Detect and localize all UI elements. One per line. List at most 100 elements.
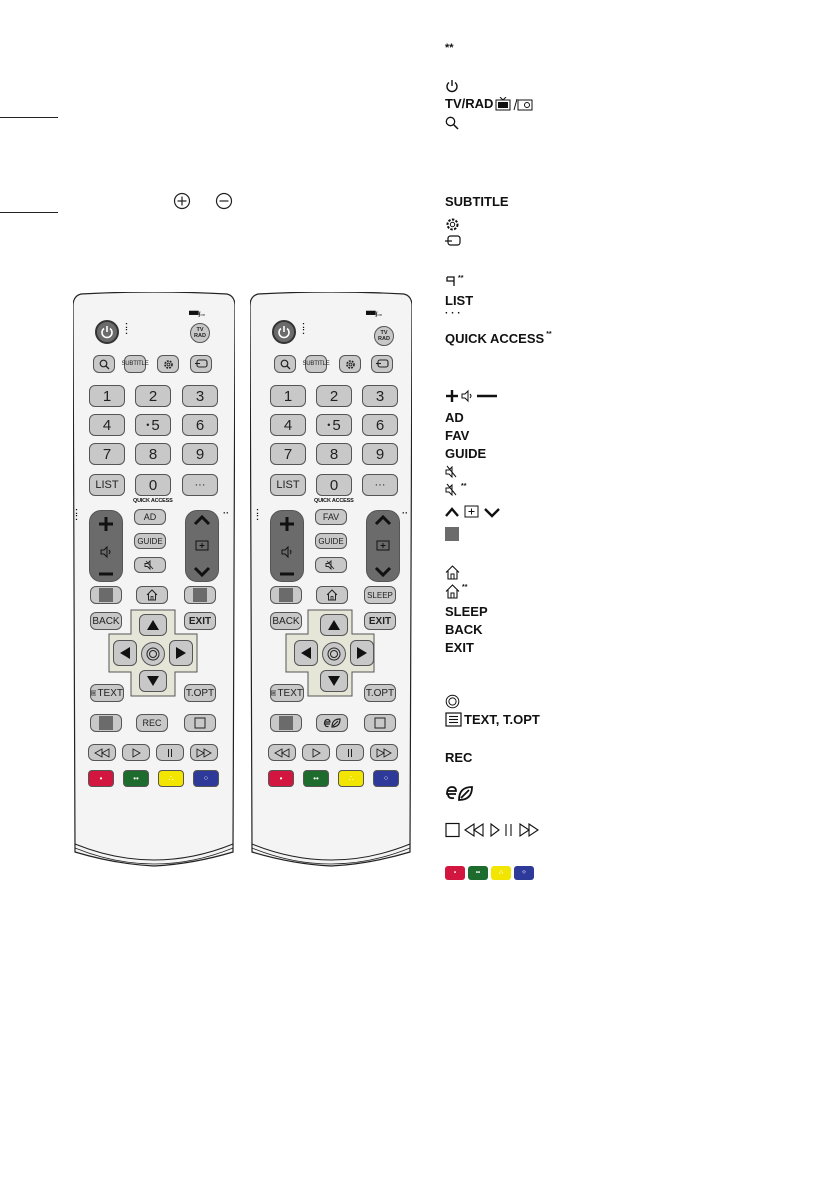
blank-button[interactable]	[90, 586, 122, 604]
more-button[interactable]: ···	[362, 474, 398, 496]
eco-button[interactable]	[316, 714, 348, 732]
rec-button[interactable]: REC	[136, 714, 168, 732]
input-button[interactable]	[371, 355, 393, 373]
up-button[interactable]	[320, 614, 348, 636]
key-1[interactable]: 1	[89, 385, 125, 407]
subtitle-button[interactable]: SUBTITLE	[302, 355, 330, 373]
exit-button[interactable]: EXIT	[184, 612, 216, 630]
fast-forward-button[interactable]	[190, 744, 218, 761]
up-button[interactable]	[139, 614, 167, 636]
key-6[interactable]: 6	[362, 414, 398, 436]
legend-channel	[445, 505, 501, 519]
key-8[interactable]: 8	[316, 443, 352, 465]
key-0[interactable]: 0	[135, 474, 171, 496]
key-5[interactable]: •5	[316, 414, 352, 436]
key-0[interactable]: 0	[316, 474, 352, 496]
ok-icon	[327, 647, 341, 661]
ad-button[interactable]: AD	[134, 509, 166, 525]
search-button[interactable]	[274, 355, 296, 373]
blank-button[interactable]	[270, 714, 302, 732]
blue-button[interactable]: ⁘	[193, 770, 219, 787]
volume-rocker[interactable]	[270, 510, 304, 582]
rewind-button[interactable]	[268, 744, 296, 761]
down-button[interactable]	[139, 670, 167, 692]
blue-button[interactable]: ⁘	[373, 770, 399, 787]
red-button[interactable]: •	[268, 770, 294, 787]
more-button[interactable]: ···	[182, 474, 218, 496]
right-button[interactable]	[350, 640, 374, 666]
home-button[interactable]	[316, 586, 348, 604]
search-button[interactable]	[93, 355, 115, 373]
channel-list-icon	[195, 540, 209, 551]
power-button[interactable]	[272, 320, 296, 344]
right-button[interactable]	[169, 640, 193, 666]
text-button[interactable]: TEXT	[270, 684, 304, 702]
list-button[interactable]: LIST	[89, 474, 125, 496]
home-button[interactable]	[136, 586, 168, 604]
text-button[interactable]: TEXT	[90, 684, 124, 702]
ok-button[interactable]	[141, 642, 165, 666]
yellow-button[interactable]: ∴	[158, 770, 184, 787]
fast-forward-button[interactable]	[370, 744, 398, 761]
key-8[interactable]: 8	[135, 443, 171, 465]
mute-button[interactable]	[315, 557, 347, 573]
input-button[interactable]	[190, 355, 212, 373]
green-button[interactable]: ••	[303, 770, 329, 787]
green-button[interactable]: ••	[123, 770, 149, 787]
power-button[interactable]	[95, 320, 119, 344]
list-button[interactable]: LIST	[270, 474, 306, 496]
exit-button[interactable]: EXIT	[364, 612, 396, 630]
key-7[interactable]: 7	[270, 443, 306, 465]
down-button[interactable]	[320, 670, 348, 692]
volume-rocker[interactable]	[89, 510, 123, 582]
sleep-button[interactable]: SLEEP	[364, 586, 396, 604]
channel-rocker[interactable]	[366, 510, 400, 582]
play-button[interactable]	[302, 744, 330, 761]
channel-rocker[interactable]	[185, 510, 219, 582]
stop-button[interactable]	[364, 714, 396, 732]
stop-icon	[374, 717, 386, 729]
key-1[interactable]: 1	[270, 385, 306, 407]
mute-button[interactable]	[134, 557, 166, 573]
fav-button[interactable]: FAV	[315, 509, 347, 525]
key-3[interactable]: 3	[182, 385, 218, 407]
topt-button[interactable]: T.OPT	[364, 684, 396, 702]
guide-button[interactable]: GUIDE	[315, 533, 347, 549]
left-button[interactable]	[294, 640, 318, 666]
ok-button[interactable]	[322, 642, 346, 666]
topt-button[interactable]: T.OPT	[184, 684, 216, 702]
key-9[interactable]: 9	[362, 443, 398, 465]
back-button[interactable]: BACK	[270, 612, 302, 630]
settings-button[interactable]	[157, 355, 179, 373]
left-button[interactable]	[113, 640, 137, 666]
legend-asterisks: **	[445, 42, 454, 54]
play-button[interactable]	[122, 744, 150, 761]
text-label: TEXT	[277, 687, 303, 699]
red-button[interactable]: •	[88, 770, 114, 787]
key-9[interactable]: 9	[182, 443, 218, 465]
key-6[interactable]: 6	[182, 414, 218, 436]
key-4[interactable]: 4	[89, 414, 125, 436]
blank-button[interactable]	[270, 586, 302, 604]
key-7[interactable]: 7	[89, 443, 125, 465]
tv-label: TV	[196, 327, 204, 333]
pause-button[interactable]	[336, 744, 364, 761]
rewind-button[interactable]	[88, 744, 116, 761]
back-button[interactable]: BACK	[90, 612, 122, 630]
key-4[interactable]: 4	[270, 414, 306, 436]
key-2[interactable]: 2	[135, 385, 171, 407]
stop-button[interactable]	[184, 714, 216, 732]
key-5[interactable]: •5	[135, 414, 171, 436]
key-2[interactable]: 2	[316, 385, 352, 407]
settings-button[interactable]	[339, 355, 361, 373]
blank-button[interactable]	[184, 586, 216, 604]
key-3[interactable]: 3	[362, 385, 398, 407]
guide-button[interactable]: GUIDE	[134, 533, 166, 549]
yellow-button[interactable]: ∴	[338, 770, 364, 787]
subtitle-button[interactable]: SUBTITLE	[121, 355, 149, 373]
pause-button[interactable]	[156, 744, 184, 761]
blank-button[interactable]	[90, 714, 122, 732]
